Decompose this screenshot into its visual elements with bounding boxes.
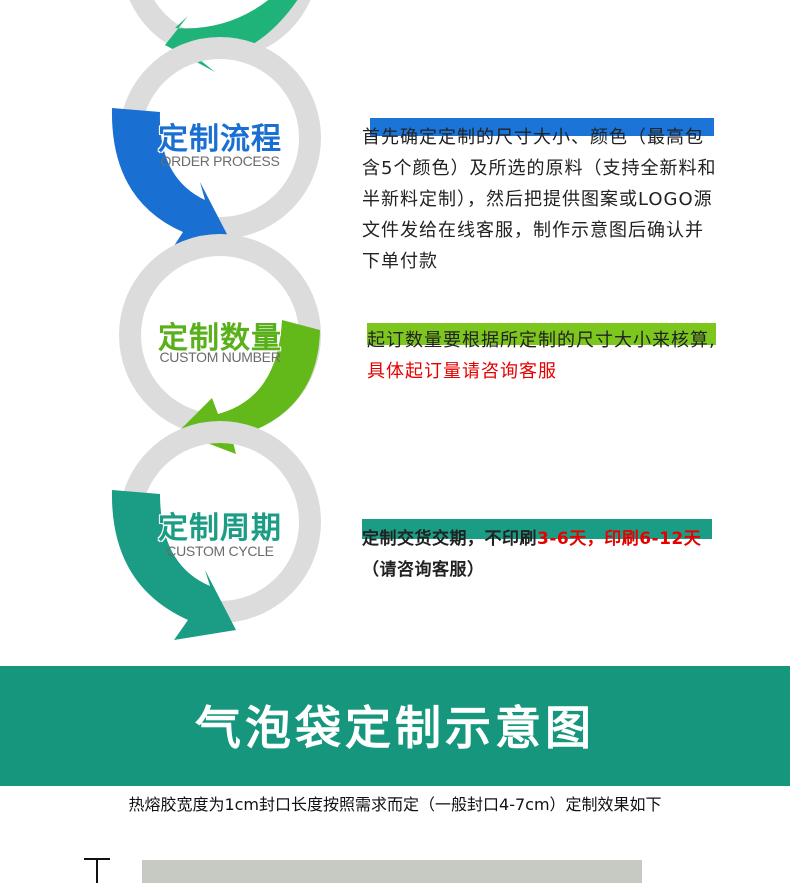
dimension-marker-icon bbox=[84, 858, 110, 883]
custom-number-text: 起订数量要根据所定制的尺寸大小来核算, bbox=[367, 330, 716, 351]
highlight-bar-blue bbox=[370, 118, 714, 136]
custom-cycle-red-1: 3-6天， bbox=[537, 529, 605, 549]
stage-subtitle-custom-cycle: CUSTOM CYCLE bbox=[166, 543, 274, 559]
stage-title-custom-number: 定制数量 bbox=[158, 321, 282, 356]
stage-title-order-process: 定制流程 bbox=[158, 122, 282, 157]
arrow-teal bbox=[111, 490, 236, 640]
custom-cycle-red-2: 印刷6-12天 bbox=[604, 529, 702, 549]
custom-cycle-text: 定制交货交期，不印刷 bbox=[362, 529, 537, 549]
custom-cycle-text-2: （请咨询客服） bbox=[362, 560, 485, 580]
stage-description-order-process: 首先确定定制的尺寸大小、颜色（最高包含5个颜色）及所选的原料（支持全新料和半新料… bbox=[362, 127, 717, 272]
stage-description-custom-cycle: 定制交货交期，不印刷3-6天，印刷6-12天 （请咨询客服） bbox=[362, 524, 782, 586]
highlight-bar-green bbox=[367, 323, 716, 345]
stage-description-custom-number: 起订数量要根据所定制的尺寸大小来核算, 具体起订量请咨询客服 bbox=[367, 325, 727, 387]
custom-number-red-text: 具体起订量请咨询客服 bbox=[367, 361, 557, 382]
arrow-blue bbox=[111, 108, 230, 252]
heat-seal-note: 热熔胶宽度为1cm封口长度按照需求而定（一般封口4-7cm）定制效果如下 bbox=[128, 795, 662, 814]
arrow-green bbox=[178, 320, 320, 454]
stage-subtitle-order-process: ORDER PROCESS bbox=[160, 153, 280, 169]
bag-preview-strip bbox=[142, 860, 642, 883]
section-banner bbox=[0, 666, 790, 786]
stage-title-custom-cycle: 定制周期 bbox=[158, 511, 282, 546]
banner-title: 气泡袋定制示意图 bbox=[195, 701, 595, 755]
stage-subtitle-custom-number: CUSTOM NUMBER bbox=[159, 349, 281, 365]
highlight-bar-teal bbox=[362, 519, 712, 539]
